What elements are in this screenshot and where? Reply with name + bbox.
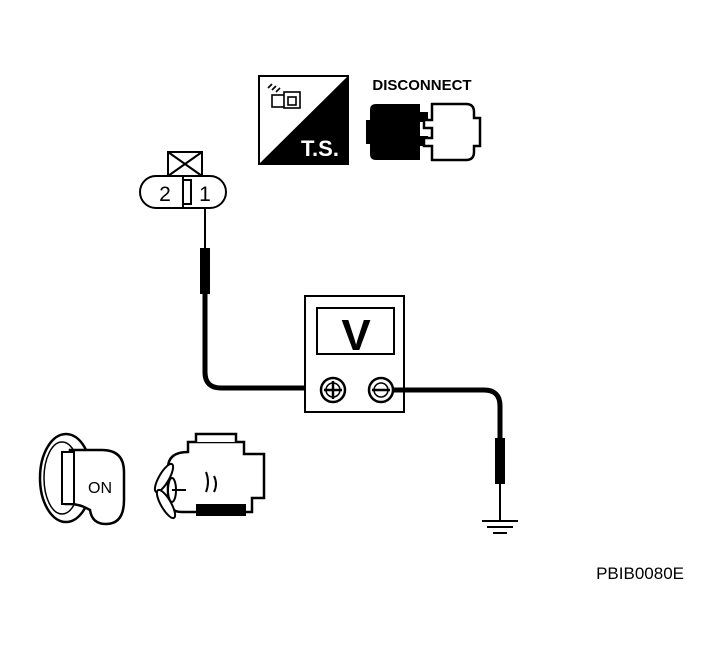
disconnect-badge: DISCONNECT (366, 77, 482, 162)
ground-symbol-icon (482, 520, 518, 534)
connector-probe-icon (267, 83, 301, 109)
engine-running-icon (153, 432, 266, 520)
disconnect-label: DISCONNECT (372, 77, 471, 94)
figure-code: PBIB0080E (596, 564, 684, 583)
connector-pin-2: 2 (159, 183, 171, 206)
voltmeter: V (304, 295, 405, 413)
plus-terminal-icon (319, 376, 347, 404)
negative-lead (393, 387, 505, 520)
minus-terminal-icon (367, 376, 395, 404)
harness-connector: 2 1 (139, 151, 227, 209)
ignition-key-on-icon: ON (38, 432, 126, 526)
disconnected-connector-icon (366, 102, 482, 162)
voltmeter-display: V (341, 311, 371, 360)
connector-pin-1: 1 (199, 183, 211, 206)
ts-badge-label: T.S. (301, 136, 339, 161)
fan-icon (153, 462, 186, 520)
ignition-label: ON (88, 480, 112, 497)
positive-lead (200, 208, 318, 391)
ts-badge: T.S. (258, 75, 349, 165)
